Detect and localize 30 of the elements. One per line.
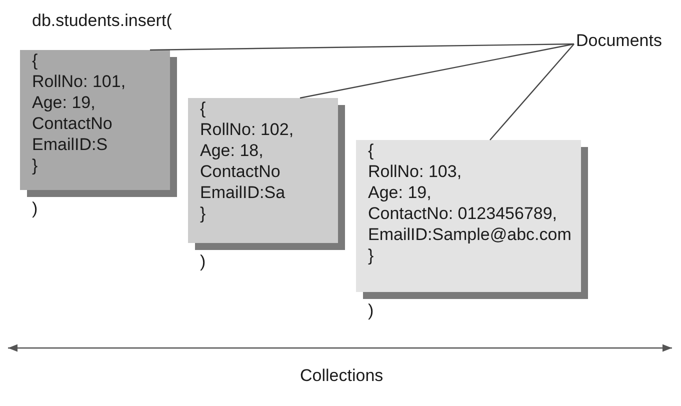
leader-line [490,44,574,140]
document-card [188,98,338,243]
code-text: } [368,245,374,266]
code-text: { [32,50,38,71]
code-text: EmailID:Sample@abc.com [368,224,572,245]
axis-label: Collections [300,365,384,386]
code-text: RollNo: 103, [368,161,462,182]
code-text: Age: 18, [200,140,264,161]
code-text: RollNo: 101, [32,71,126,92]
code-text: db.students.insert( [32,10,172,31]
code-text: RollNo: 102, [200,119,294,140]
callout-label: Documents [576,30,662,51]
code-text: { [368,140,374,161]
document-card [20,50,170,190]
code-text: } [200,203,206,224]
code-text: Age: 19, [32,92,96,113]
code-text: { [200,98,206,119]
leader-line [300,43,574,99]
code-text: ) [368,300,374,321]
code-text: ) [32,198,38,219]
code-text: EmailID:S [32,134,108,155]
code-text: ContactNo [200,161,280,182]
document-card [356,140,581,292]
code-text: ) [200,251,206,272]
code-text: } [32,155,38,176]
code-text: ContactNo [32,113,112,134]
code-text: ContactNo: 0123456789, [368,203,558,224]
code-text: EmailID:Sa [200,182,286,203]
code-text: Age: 19, [368,182,432,203]
leader-line [150,43,574,51]
